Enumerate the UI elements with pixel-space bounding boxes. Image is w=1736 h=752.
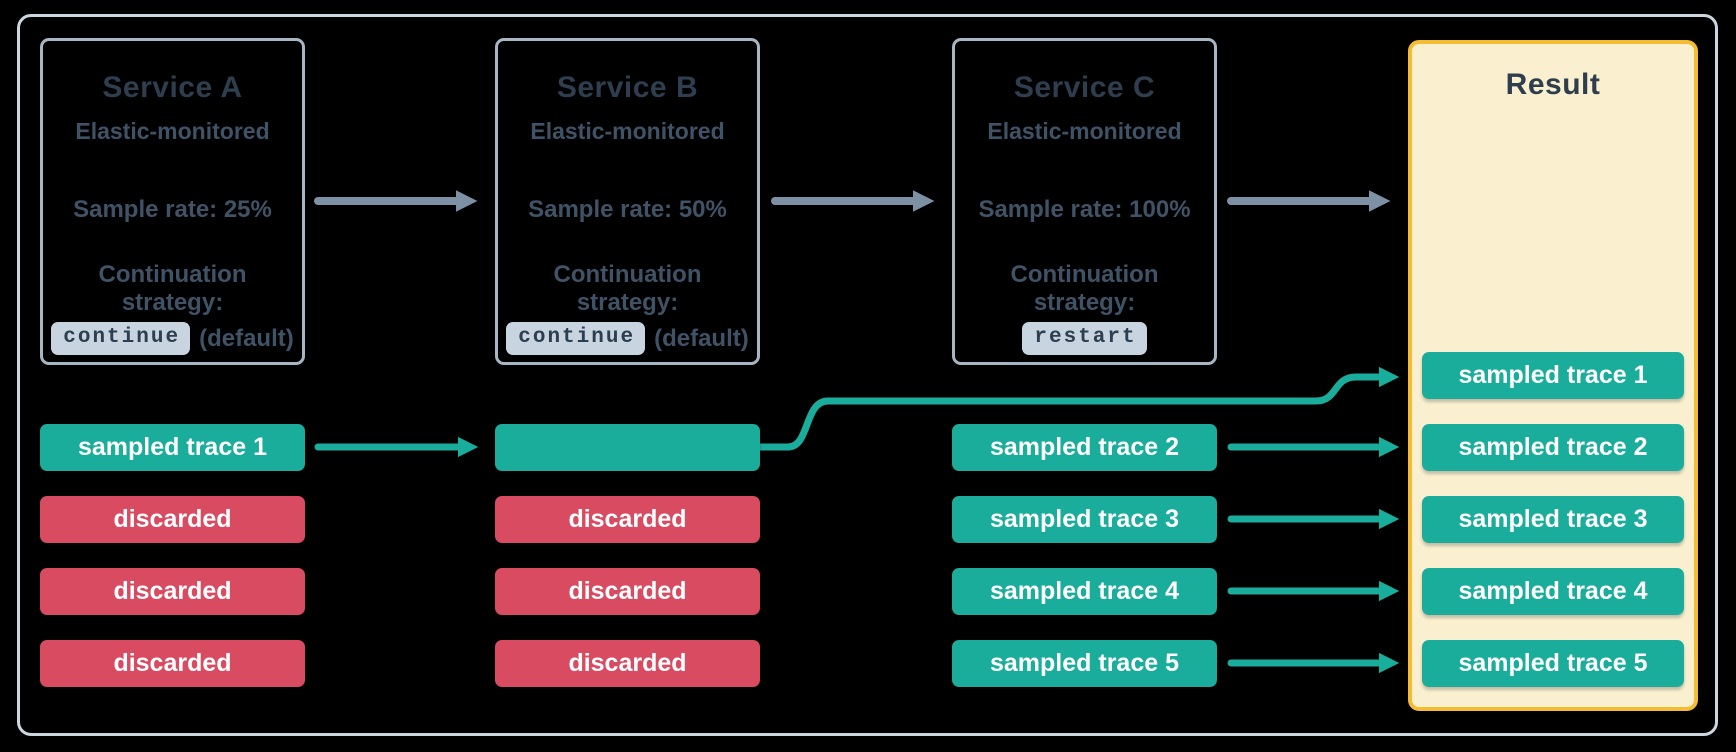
result-row-sampled-3: sampled trace 3 xyxy=(1422,496,1684,543)
service-c-sample-rate: Sample rate: 100% xyxy=(978,196,1191,223)
service-c-strategy-chip: restart xyxy=(1022,322,1147,355)
trace-c-sampled-5: sampled trace 5 xyxy=(952,640,1217,687)
service-b-strategy-row: continue (default) xyxy=(498,322,757,355)
service-a-title: Service A xyxy=(102,71,243,104)
service-a-strategy-note: (default) xyxy=(199,324,294,352)
service-a-box: Service A Elastic-monitored Sample rate:… xyxy=(40,38,305,365)
trace-c-sampled-3: sampled trace 3 xyxy=(952,496,1217,543)
diagram-frame xyxy=(17,14,1718,736)
service-c-strategy-label: Continuation strategy: xyxy=(1010,261,1159,316)
service-a-strategy-label: Continuation strategy: xyxy=(98,261,247,316)
trace-c-sampled-2: sampled trace 2 xyxy=(952,424,1217,471)
trace-b-sampled-unlabeled xyxy=(495,424,760,471)
result-row-sampled-4: sampled trace 4 xyxy=(1422,568,1684,615)
result-row-sampled-2: sampled trace 2 xyxy=(1422,424,1684,471)
service-c-subtitle: Elastic-monitored xyxy=(987,118,1182,144)
result-row-sampled-1: sampled trace 1 xyxy=(1422,352,1684,399)
service-b-strategy-note: (default) xyxy=(654,324,749,352)
service-b-sample-rate: Sample rate: 50% xyxy=(528,196,727,223)
service-b-strategy-chip: continue xyxy=(506,322,646,355)
trace-a-sampled-1: sampled trace 1 xyxy=(40,424,305,471)
trace-c-sampled-4: sampled trace 4 xyxy=(952,568,1217,615)
service-c-title: Service C xyxy=(1013,71,1156,104)
service-a-strategy-chip: continue xyxy=(51,322,191,355)
trace-b-discarded-3: discarded xyxy=(495,640,760,687)
result-row-sampled-5: sampled trace 5 xyxy=(1422,640,1684,687)
trace-a-discarded-2: discarded xyxy=(40,568,305,615)
service-c-strategy-row: restart xyxy=(955,322,1214,355)
trace-b-discarded-2: discarded xyxy=(495,568,760,615)
service-b-title: Service B xyxy=(556,71,699,104)
service-b-box: Service B Elastic-monitored Sample rate:… xyxy=(495,38,760,365)
result-title: Result xyxy=(1505,68,1601,101)
service-a-sample-rate: Sample rate: 25% xyxy=(73,196,272,223)
service-c-box: Service C Elastic-monitored Sample rate:… xyxy=(952,38,1217,365)
service-a-strategy-row: continue (default) xyxy=(43,322,302,355)
trace-a-discarded-1: discarded xyxy=(40,496,305,543)
service-b-subtitle: Elastic-monitored xyxy=(530,118,725,144)
service-a-subtitle: Elastic-monitored xyxy=(75,118,270,144)
trace-a-discarded-3: discarded xyxy=(40,640,305,687)
service-b-strategy-label: Continuation strategy: xyxy=(553,261,702,316)
trace-b-discarded-1: discarded xyxy=(495,496,760,543)
